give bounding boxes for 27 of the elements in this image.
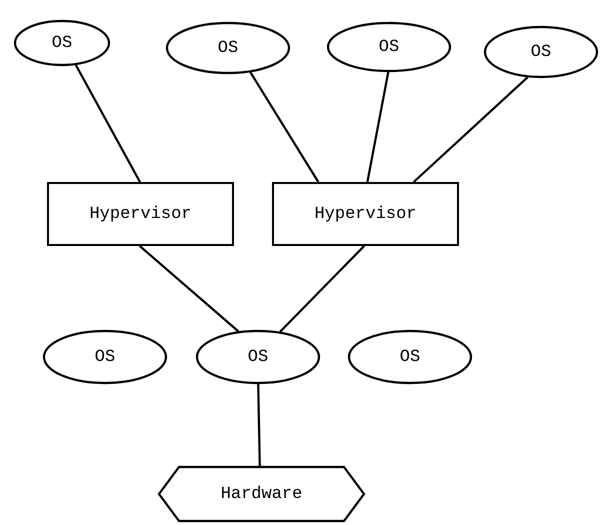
node-label: OS — [52, 34, 72, 52]
connector-line — [366, 72, 390, 182]
hardware-hexagon — [158, 466, 365, 522]
connector-line — [74, 64, 141, 183]
os-ellipse — [196, 330, 320, 384]
os-ellipse — [43, 330, 167, 384]
connector-line — [257, 384, 261, 466]
node-label: OS — [218, 38, 238, 58]
connector-line — [279, 245, 365, 333]
hypervisor-box — [47, 182, 234, 246]
os-ellipse — [327, 22, 451, 72]
connector-line — [249, 72, 320, 183]
connector-line — [412, 76, 528, 183]
node-label: OS — [400, 348, 420, 366]
node-label: OS — [378, 38, 400, 56]
hypervisor-box — [272, 182, 459, 246]
node-label: OS — [530, 42, 552, 62]
os-ellipse — [166, 22, 290, 74]
os-ellipse — [14, 20, 110, 66]
os-ellipse — [484, 26, 598, 78]
node-label: Hypervisor — [89, 204, 192, 224]
node-label: Hypervisor — [314, 204, 417, 224]
node-label: Hardware — [220, 484, 302, 504]
node-label: OS — [94, 348, 116, 366]
node-label: OS — [248, 348, 268, 366]
connector-line — [139, 245, 240, 332]
os-ellipse — [348, 330, 472, 384]
